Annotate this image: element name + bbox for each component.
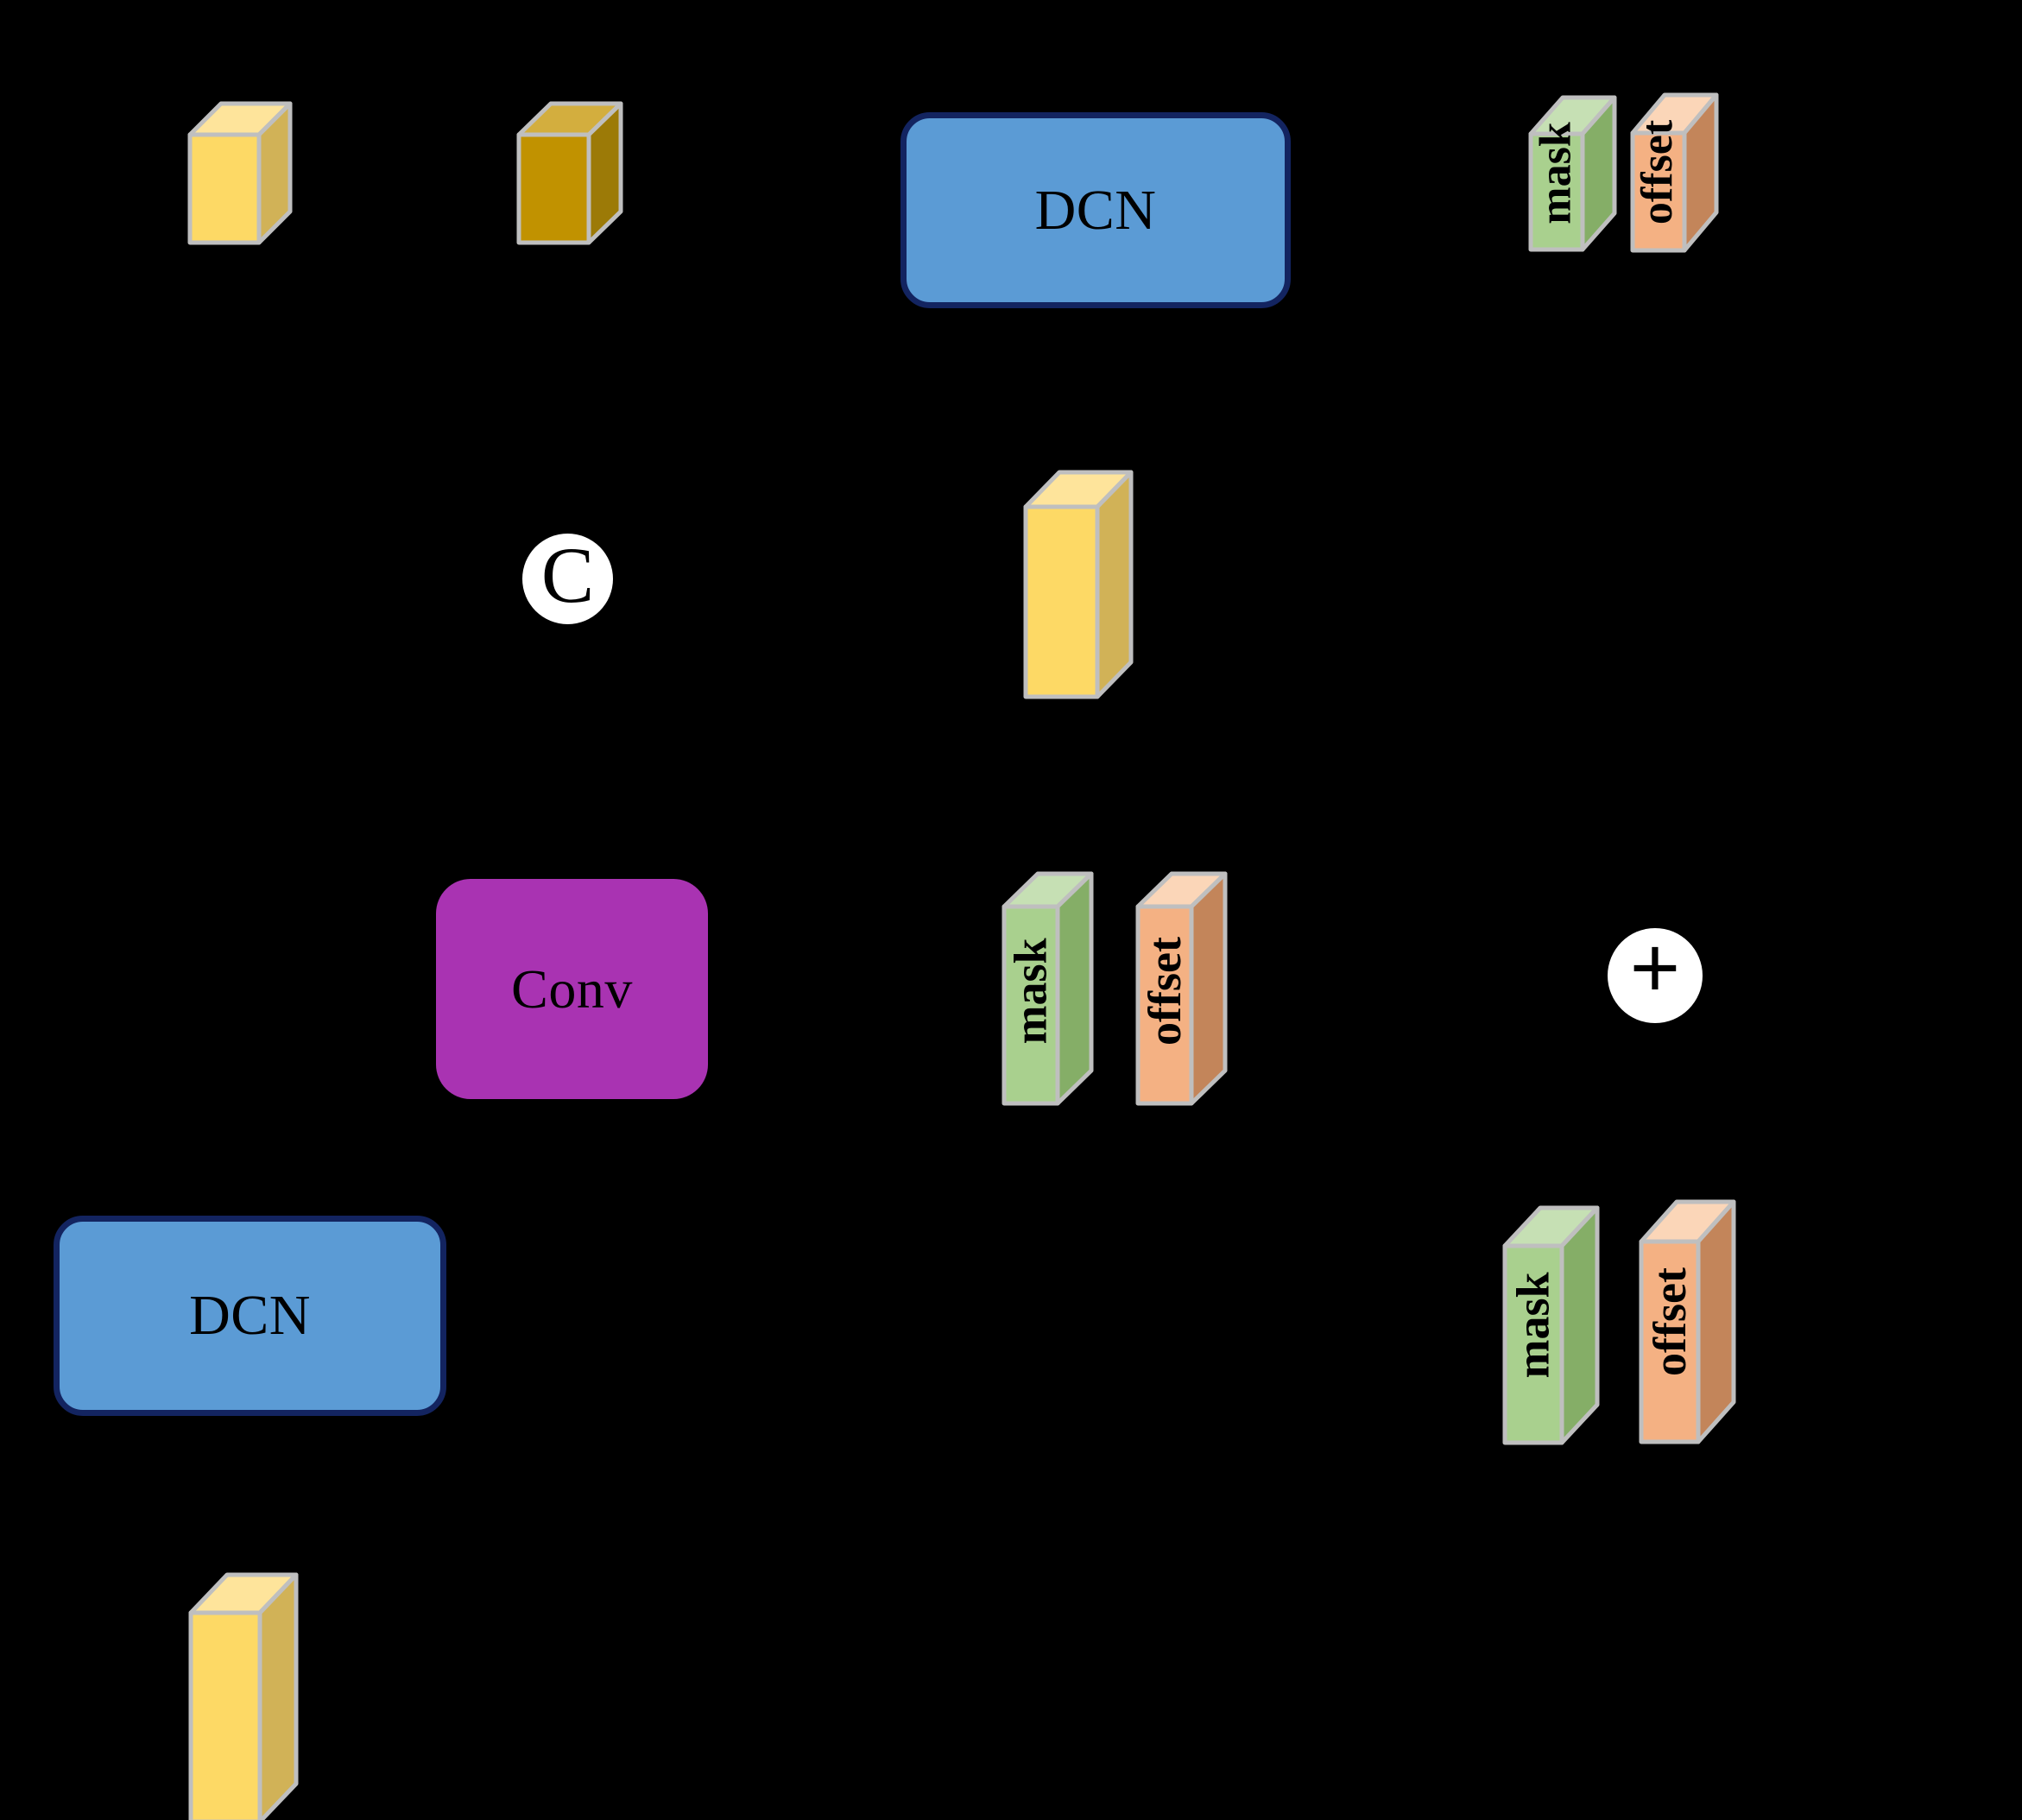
feature-block-yellow-top-left [187, 93, 293, 253]
yellow-block-3d-icon [188, 1572, 299, 1820]
offset-block-3d-icon [1135, 871, 1228, 1106]
yellow-block-3d-icon [1023, 470, 1134, 699]
feature-block-yellow-bottom-left [188, 1563, 300, 1820]
offset-block-bottom-right: offset [1639, 1190, 1749, 1454]
mask-block-top-right: mask [1528, 86, 1630, 259]
offset-block-3d-icon [1639, 1199, 1736, 1444]
add-operator-label: + [1629, 919, 1681, 1016]
dcn-box-top-label: DCN [1034, 178, 1157, 242]
conv-box[interactable]: Conv [436, 879, 708, 1099]
offset-block-middle: offset [1135, 863, 1241, 1118]
yellow-block-3d-icon [187, 101, 293, 245]
mask-block-3d-icon [1528, 95, 1617, 252]
mask-block-3d-icon [1002, 871, 1094, 1106]
mask-block-3d-icon [1502, 1205, 1600, 1445]
offset-block-3d-icon [1630, 92, 1719, 253]
mask-block-bottom-right: mask [1502, 1196, 1613, 1455]
feature-block-yellow-middle [1023, 462, 1135, 708]
conv-box-label: Conv [511, 957, 633, 1020]
concat-operator[interactable]: C [522, 534, 613, 624]
dcn-box-bottom[interactable]: DCN [54, 1216, 446, 1416]
offset-block-top-right: offset [1630, 83, 1732, 261]
mask-block-middle: mask [1002, 863, 1107, 1118]
concat-operator-label: C [540, 530, 595, 619]
olive-block-3d-icon [516, 101, 623, 245]
dcn-box-top[interactable]: DCN [900, 112, 1291, 308]
feature-block-olive-top [516, 93, 624, 253]
add-operator[interactable]: + [1608, 919, 1703, 1023]
dcn-box-bottom-label: DCN [189, 1284, 311, 1347]
